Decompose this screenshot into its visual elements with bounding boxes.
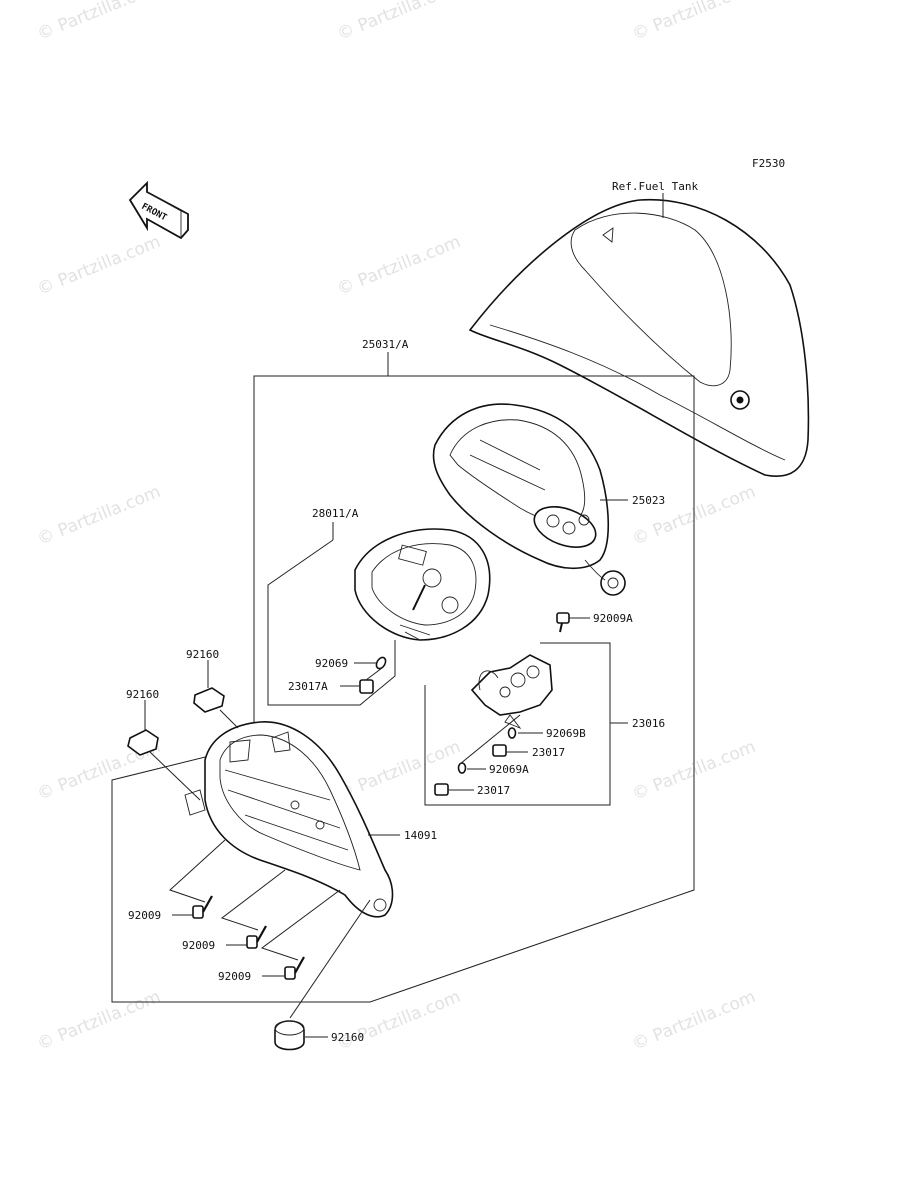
watermarks: © Partzilla.com © Partzilla.com © Partzi… xyxy=(34,0,758,1055)
label-92009-3: 92009 xyxy=(218,970,251,983)
indicator-housing-23016 xyxy=(470,654,553,730)
label-92160-left: 92160 xyxy=(126,688,159,701)
meter-cover-14091 xyxy=(184,721,394,918)
watermark: © Partzilla.com xyxy=(334,0,463,45)
figure-code: F2530 xyxy=(752,157,785,170)
label-92009-1: 92009 xyxy=(128,909,161,922)
meter-unit-28011A xyxy=(354,528,491,641)
watermark: © Partzilla.com xyxy=(629,0,758,45)
label-92069: 92069 xyxy=(315,657,348,670)
screw-92009A xyxy=(556,612,570,633)
label-23017-upper: 23017 xyxy=(532,746,565,759)
watermark: © Partzilla.com xyxy=(334,987,463,1055)
damper-92160-top xyxy=(193,687,225,713)
label-92009A: 92009A xyxy=(593,612,633,625)
socket-23017-upper xyxy=(492,744,507,757)
screw-92009-2 xyxy=(246,925,267,949)
watermark: © Partzilla.com xyxy=(629,987,758,1055)
bulb-92069 xyxy=(375,656,387,670)
label-ref-fuel-tank: Ref.Fuel Tank xyxy=(612,180,698,193)
label-92009-2: 92009 xyxy=(182,939,215,952)
label-92069A: 92069A xyxy=(489,763,529,776)
label-25031A: 25031/A xyxy=(362,338,409,351)
watermark: © Partzilla.com xyxy=(34,232,163,300)
bulb-92069B xyxy=(507,727,517,739)
fuel-tank-cover xyxy=(468,198,810,477)
watermark: © Partzilla.com xyxy=(334,232,463,300)
assembly-frame-25031A xyxy=(111,375,695,1003)
label-25023: 25023 xyxy=(632,494,665,507)
label-23017A: 23017A xyxy=(288,680,328,693)
socket-23017A xyxy=(359,679,374,694)
damper-92160-bottom xyxy=(274,1020,305,1051)
label-92160-bottom: 92160 xyxy=(331,1031,364,1044)
label-92160-top: 92160 xyxy=(186,648,219,661)
label-23016: 23016 xyxy=(632,717,665,730)
bulb-92069A xyxy=(457,762,467,774)
watermark: © Partzilla.com xyxy=(34,987,163,1055)
meter-case-25023 xyxy=(432,403,626,596)
socket-23017-lower xyxy=(434,783,449,796)
damper-92160-left xyxy=(127,729,159,756)
assembly-frame-23016 xyxy=(424,642,611,806)
screw-92009-1 xyxy=(192,895,213,919)
label-92069B: 92069B xyxy=(546,727,586,740)
watermark: © Partzilla.com xyxy=(34,482,163,550)
front-arrow-icon: FRONT xyxy=(128,180,189,240)
watermark: © Partzilla.com xyxy=(34,0,163,45)
label-28011A: 28011/A xyxy=(312,507,359,520)
label-23017-lower: 23017 xyxy=(477,784,510,797)
label-14091: 14091 xyxy=(404,829,437,842)
screw-92009-3 xyxy=(284,956,305,980)
